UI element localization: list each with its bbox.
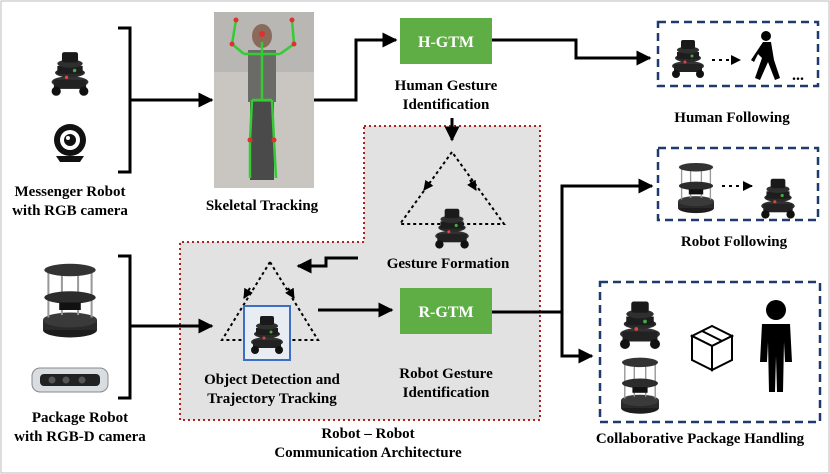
robot-icon-hf — [672, 40, 704, 78]
robot-gesture-label-1: Robot Gesture — [399, 366, 493, 382]
rgtm-box — [400, 288, 492, 334]
collaborative-label: Collaborative Package Handling — [596, 431, 805, 447]
package-robot-label-2: with RGB-D camera — [14, 429, 146, 445]
collaborative-box — [598, 280, 822, 424]
human-gesture-label-2: Identification — [403, 97, 490, 113]
arrow-rgtm-to-robot-following — [492, 178, 654, 314]
human-following-box — [656, 20, 820, 88]
arrow-rgtm-to-collaborative — [560, 312, 594, 364]
robot-icon-collab-2 — [620, 356, 660, 415]
robot-icon-rf-2 — [761, 178, 795, 219]
package-robot-icon — [41, 262, 99, 339]
robot-following-box — [656, 146, 820, 222]
skeleton-image — [214, 12, 314, 188]
package-box-icon — [689, 324, 735, 372]
depth-camera-icon — [31, 367, 109, 393]
bracket-bottom — [118, 254, 132, 400]
skeletal-tracking-label: Skeletal Tracking — [206, 198, 319, 214]
messenger-robot-icon — [51, 52, 89, 96]
messenger-robot-label-2: with RGB camera — [12, 203, 128, 219]
rgtm-label: R-GTM — [418, 304, 473, 321]
package-robot-label-1: Package Robot — [32, 410, 128, 426]
bracket-top — [118, 26, 132, 174]
webcam-icon — [54, 124, 86, 162]
object-detection-label-2: Trajectory Tracking — [207, 391, 337, 407]
arrow-hgtm-to-human-following — [492, 38, 652, 66]
human-following-label: Human Following — [674, 110, 790, 126]
robot-icon-collab-1 — [620, 301, 660, 349]
robot-following-label: Robot Following — [681, 234, 788, 250]
human-gesture-label-1: Human Gesture — [395, 78, 498, 94]
gesture-formation-label: Gesture Formation — [387, 256, 510, 272]
person-standing-icon — [760, 300, 792, 392]
robot-gesture-label-2: Identification — [403, 385, 490, 401]
hgtm-label: H-GTM — [418, 34, 474, 51]
person-walking-icon — [751, 31, 780, 80]
hf-dots: ... — [792, 67, 804, 84]
arrow-formation-to-detection — [296, 256, 358, 274]
object-detection-label-1: Object Detection and — [204, 372, 340, 388]
architecture-label-1: Robot – Robot — [321, 426, 414, 442]
hgtm-box — [400, 18, 492, 64]
architecture-label-2: Communication Architecture — [274, 445, 462, 461]
messenger-robot-label-1: Messenger Robot — [15, 184, 126, 200]
robot-icon-rf-1 — [677, 162, 715, 214]
arrow-skeleton-to-hgtm — [314, 32, 398, 102]
